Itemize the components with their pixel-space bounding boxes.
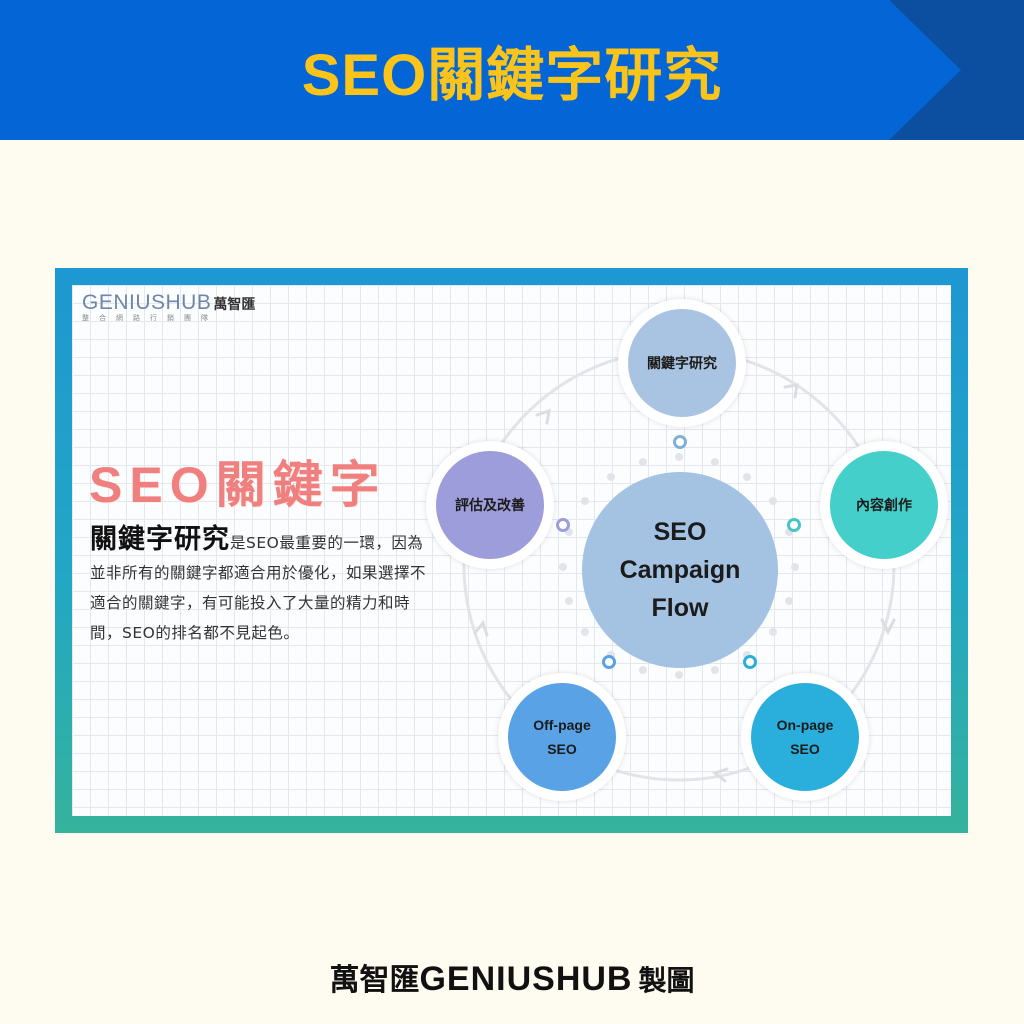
node-on-page-seo: On-page SEO (741, 673, 869, 801)
node-line2: SEO (547, 741, 577, 757)
ring-marker (743, 655, 757, 669)
logo-zh: 萬智匯 (213, 297, 256, 313)
description: 關鍵字研究是SEO最重要的一環，因為並非所有的關鍵字都適合用於優化，如果選擇不適… (90, 525, 430, 648)
logo-en: GENIUSHUB (82, 291, 212, 314)
ring-marker (602, 655, 616, 669)
description-body: 是SEO最重要的一環，因為並非所有的關鍵字都適合用於優化，如果選擇不適合的關鍵字… (90, 534, 427, 642)
page-title: SEO關鍵字研究 (301, 43, 723, 108)
footer-zh: 萬智匯 (329, 963, 420, 998)
logo-tagline: 整合網路行銷團隊 (82, 314, 218, 322)
node-line2: SEO (790, 741, 820, 757)
node-line1: Off-page (533, 717, 591, 733)
node-evaluate-improve: 評估及改善 (426, 441, 554, 569)
node-label: 內容創作 (856, 498, 912, 514)
center-line1: SEO (653, 518, 707, 546)
footer-suffix: 製圖 (638, 964, 695, 997)
section-heading: SEO關鍵字 (89, 457, 387, 513)
center-node: SEO Campaign Flow (580, 470, 780, 670)
node-content-creation: 內容創作 (820, 441, 948, 569)
ring-marker (787, 518, 801, 532)
node-label: 關鍵字研究 (647, 356, 717, 372)
node-keyword-research: 關鍵字研究 (618, 299, 746, 427)
description-lead: 關鍵字研究 (90, 524, 230, 555)
node-off-page-seo: Off-page SEO (498, 673, 626, 801)
node-label: 評估及改善 (455, 498, 525, 514)
center-line3: Flow (651, 594, 709, 622)
node-line1: On-page (776, 717, 834, 733)
ring-marker (556, 518, 570, 532)
header-banner: SEO關鍵字研究 (0, 0, 1024, 140)
center-line2: Campaign (619, 556, 741, 584)
chevron-right-icon (889, 0, 961, 140)
footer-brand: GENIUSHUB (419, 960, 633, 998)
ring-marker (673, 435, 687, 449)
